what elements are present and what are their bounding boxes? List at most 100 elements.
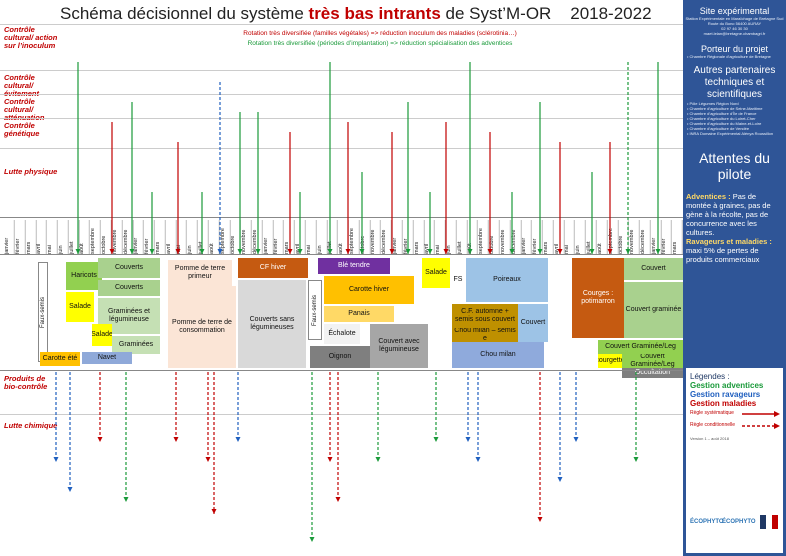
arrow-head	[237, 249, 243, 254]
arrow-head	[607, 249, 613, 254]
rotation-text-weeds: Rotation très diversifiée (périodes d’im…	[247, 40, 513, 47]
site-line: Station Expérimentale en Maraîchage de B…	[685, 16, 784, 21]
legend-rule-systematic: Règle systématique	[686, 408, 783, 422]
crop-block: Chou milan – semis e	[452, 328, 518, 342]
partner-line: • Chambre d’agriculture du Maine-et-Loir…	[687, 121, 762, 126]
crop-block: Salade	[66, 292, 94, 322]
row-label-inoculum: Contrôle cultural/ action sur l’inoculum	[4, 25, 58, 50]
arrow-head	[405, 249, 411, 254]
arrow-head	[217, 249, 223, 254]
partner-line: • Pôle Légumes Région Nord	[687, 101, 739, 106]
crop-block: Couverts sans légumineuses	[238, 280, 306, 368]
arrow-head	[235, 437, 241, 442]
arrow-head	[573, 437, 579, 442]
arrow-head	[633, 457, 639, 462]
crop-block: Chou milan	[452, 342, 544, 368]
crop-block: Couverts	[98, 258, 160, 278]
arrow-head	[345, 249, 351, 254]
legend-ravageurs: Gestion ravageurs	[690, 390, 761, 399]
arrow-head	[205, 457, 211, 462]
arrow-head	[211, 509, 217, 514]
crop-block: Salade	[422, 258, 450, 288]
regle-conditionnelle-label: Règle conditionnelle	[690, 422, 736, 428]
arrow-head	[287, 249, 293, 254]
crop-block: Couvert Graminée/Leg	[622, 354, 683, 368]
crop-block: Blé tendre	[318, 258, 390, 274]
row-label-attenuation: Contrôle cultural/ atténuation	[4, 97, 44, 122]
crop-block: Courges : potimarron	[572, 258, 624, 338]
arrow-head	[537, 249, 543, 254]
crop-block: Haricots	[66, 262, 102, 290]
crop-block: Pomme de terre primeur	[168, 260, 232, 286]
crop-block: Couvert	[624, 258, 683, 280]
arrow-head	[175, 249, 181, 254]
republique-logo	[760, 515, 778, 529]
arrow-head	[199, 249, 205, 254]
arrow-head	[475, 457, 481, 462]
dashed-arrow-icon	[742, 423, 780, 429]
arrow-head	[123, 497, 129, 502]
partner-line: • Chambre d’agriculture du Loiret-Cher	[687, 116, 756, 121]
arrow-head	[173, 437, 179, 442]
partner-line: • Chambre d’agriculture d’Île de France	[687, 111, 757, 116]
regle-systematique-label: Règle systématique	[690, 410, 734, 416]
ravageurs-text: Ravageurs et maladies : maxi 5% de perte…	[683, 237, 786, 264]
arrow-head	[509, 249, 515, 254]
porteur-line: • Chambre Régionale d’agriculture de Bre…	[687, 54, 771, 59]
adventices-text: Adventices : Pas de montée à graines, pa…	[683, 192, 786, 237]
ecophyto-logo: ÉCOPHYTO	[722, 519, 756, 525]
legend-rule-conditional: Règle conditionnelle	[686, 422, 783, 432]
arrow-head	[97, 437, 103, 442]
row-label-physique: Lutte physique	[4, 167, 58, 176]
site-line: Route du Bono 56400 AURAY	[707, 21, 762, 26]
divider	[0, 370, 683, 371]
arrow-head	[427, 249, 433, 254]
site-line: 02 97 46 30 30	[721, 26, 748, 31]
arrow-head	[129, 249, 135, 254]
legend-box: Légendes : Gestion adventices Gestion ra…	[686, 368, 783, 553]
partner-line: • Chambre d’agriculture de Seine-Maritim…	[687, 106, 763, 111]
arrow-head	[537, 517, 543, 522]
row-label-chimique: Lutte chimique	[4, 421, 58, 430]
arrow-head	[359, 249, 365, 254]
legend-maladies: Gestion maladies	[690, 399, 757, 408]
arrow-head	[433, 437, 439, 442]
row-label-biocontrole: Produits de bio-contrôle	[4, 374, 48, 391]
partner-line: • INRA Domaine Expérimental Alénya Rouss…	[687, 131, 774, 136]
divider	[0, 94, 683, 95]
arrow-head	[255, 249, 261, 254]
crop-block: C.F. automne + semis sous couvert	[452, 304, 518, 328]
site-line: maet.lelan@bretagne.chambagri.fr	[703, 31, 766, 36]
arrow-head	[309, 537, 315, 542]
arrow-head	[335, 497, 341, 502]
arrow-head	[467, 249, 473, 254]
divider	[0, 70, 683, 71]
crop-block: Graminées	[112, 336, 160, 354]
crop-block: Carotte hiver	[324, 276, 414, 304]
crop-block: Salade	[92, 324, 112, 346]
ecophyto-logo: ÉCOPHYTO	[690, 519, 724, 525]
arrow-head	[465, 437, 471, 442]
page-title: Schéma décisionnel du système très bas i…	[60, 4, 652, 24]
arrows-layer	[53, 62, 661, 542]
crop-block: Pomme de terre de consommation	[168, 286, 236, 368]
arrow-head	[149, 249, 155, 254]
divider	[0, 148, 683, 149]
crop-block: Couvert avec légumineuse	[370, 324, 428, 368]
arrow-head	[557, 477, 563, 482]
arrow-head	[487, 249, 493, 254]
solid-arrow-icon	[742, 411, 780, 417]
divider	[0, 24, 683, 25]
arrow-head	[327, 457, 333, 462]
legend-title: Légendes :	[690, 372, 730, 381]
rotation-text-diseases: Rotation très diversifiée (familles végé…	[243, 30, 517, 37]
adventices-body: Pas de montée à graines, pas de gène à l…	[686, 192, 771, 237]
legend-adventices: Gestion adventices	[690, 381, 764, 390]
crop-block: Couverts	[98, 280, 160, 296]
crop-block: Oignon	[310, 346, 370, 368]
title-pre: Schéma décisionnel du système	[60, 4, 309, 23]
site-title: Site expérimental	[699, 6, 770, 16]
arrow-head	[389, 249, 395, 254]
arrow-head	[109, 249, 115, 254]
adventices-label: Adventices :	[686, 192, 731, 201]
